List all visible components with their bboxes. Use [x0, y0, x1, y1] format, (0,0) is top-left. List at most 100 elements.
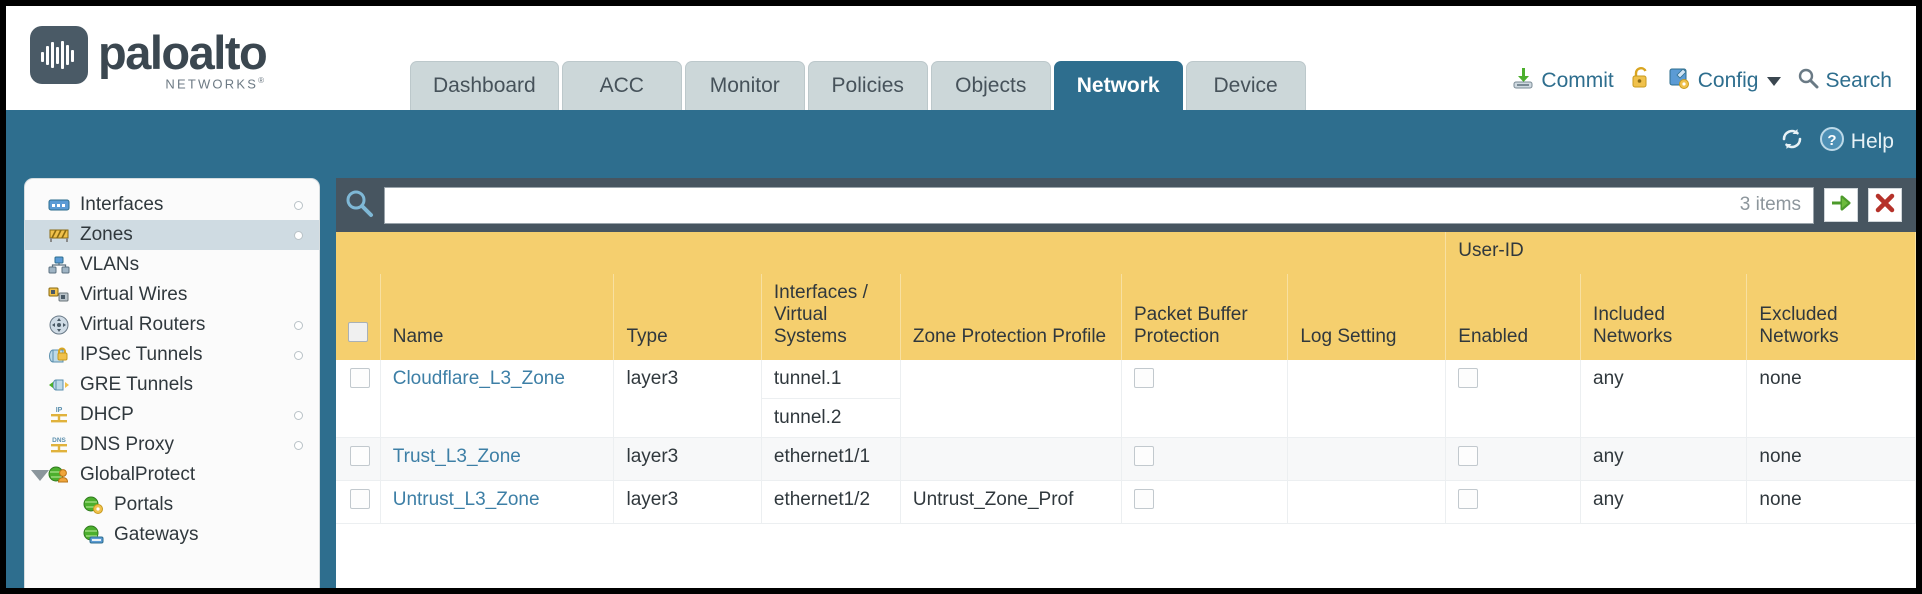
sidebar-item-label: Gateways: [114, 524, 199, 545]
column-header-zone-protection-profile[interactable]: Zone Protection Profile: [900, 274, 1122, 360]
tab-policies[interactable]: Policies: [807, 61, 928, 110]
cell-type: layer3: [613, 360, 762, 438]
search-button[interactable]: Search: [1797, 67, 1892, 95]
sidebar-item-dns-proxy[interactable]: DNS DNS Proxy: [25, 430, 319, 460]
refresh-icon[interactable]: [1779, 126, 1805, 158]
globalprotect-icon: [47, 465, 71, 485]
sidebar-item-label: Zones: [80, 224, 133, 245]
table-row[interactable]: Cloudflare_L3_Zone layer3 tunnel.1 tunne…: [336, 360, 1916, 438]
cell-interfaces: tunnel.1 tunnel.2: [761, 360, 901, 438]
userid-enabled-checkbox[interactable]: [1458, 368, 1479, 388]
sidebar-item-interfaces[interactable]: Interfaces: [25, 190, 319, 220]
sidebar-item-vlans[interactable]: VLANs: [25, 250, 319, 280]
sidebar-item-virtual-wires[interactable]: Virtual Wires: [25, 280, 319, 310]
sidebar-item-zones[interactable]: Zones: [25, 220, 319, 250]
chevron-down-icon: [1767, 76, 1782, 86]
column-header-name[interactable]: Name: [380, 274, 615, 360]
sidebar-item-portals[interactable]: Portals: [25, 490, 319, 520]
group-header-userid: User-ID: [1445, 232, 1916, 274]
select-all-header: [336, 274, 381, 360]
content-panel: 3 items: [336, 178, 1916, 588]
zone-name-link[interactable]: Untrust_L3_Zone: [392, 489, 540, 510]
interface-entry: tunnel.1: [761, 360, 900, 399]
status-dot: [294, 230, 303, 240]
cell-name: Trust_L3_Zone: [380, 437, 615, 481]
row-checkbox[interactable]: [350, 446, 370, 466]
sidebar-item-ipsec-tunnels[interactable]: IPSec Tunnels: [25, 340, 319, 370]
sidebar-item-gateways[interactable]: Gateways: [25, 520, 319, 550]
padlock-icon[interactable]: [1630, 66, 1652, 96]
tab-label: Dashboard: [433, 74, 536, 97]
column-header-log-setting[interactable]: Log Setting: [1287, 274, 1447, 360]
cell-type: layer3: [613, 480, 762, 524]
expander-triangle-icon[interactable]: [31, 469, 49, 481]
table-group-header-row: User-ID: [336, 232, 1916, 274]
search-icon[interactable]: [344, 188, 374, 223]
cell-enabled: [1445, 480, 1582, 524]
zone-name-link[interactable]: Trust_L3_Zone: [392, 446, 521, 467]
sidebar-item-gre-tunnels[interactable]: GRE Tunnels: [25, 370, 319, 400]
column-header-excluded-networks[interactable]: Excluded Networks: [1746, 274, 1916, 360]
zone-name-link[interactable]: Cloudflare_L3_Zone: [392, 368, 565, 389]
sidebar-item-label: Portals: [114, 494, 174, 515]
tab-label: Network: [1076, 74, 1160, 97]
packet-buffer-protection-checkbox[interactable]: [1133, 446, 1154, 466]
paloalto-logo-icon: [30, 26, 88, 84]
table-row[interactable]: Untrust_L3_Zone layer3 ethernet1/2 Untru…: [336, 480, 1916, 524]
column-header-included-networks[interactable]: Included Networks: [1580, 274, 1748, 360]
userid-enabled-checkbox[interactable]: [1458, 489, 1479, 509]
sidebar-item-dhcp[interactable]: IP DHCP: [25, 400, 319, 430]
help-label: Help: [1850, 130, 1894, 153]
sidebar-item-globalprotect[interactable]: GlobalProtect: [25, 460, 319, 490]
status-dot: [294, 200, 303, 210]
tab-acc[interactable]: ACC: [561, 61, 682, 110]
tab-label: Monitor: [709, 74, 780, 97]
tab-monitor[interactable]: Monitor: [684, 61, 805, 110]
tab-network[interactable]: Network: [1053, 61, 1183, 110]
cell-log-setting: [1287, 360, 1447, 438]
config-menu[interactable]: Config: [1668, 66, 1782, 96]
commit-label: Commit: [1541, 69, 1614, 92]
row-select-cell: [336, 360, 381, 438]
table-row[interactable]: Trust_L3_Zone layer3 ethernet1/1 any non…: [336, 437, 1916, 481]
cell-zone-protection-profile: [900, 437, 1122, 481]
tab-label: Objects: [955, 74, 1027, 97]
main-tab-bar: Dashboard ACC Monitor Policies Objects N…: [410, 61, 1306, 110]
item-count-label: 3 items: [1739, 194, 1801, 215]
config-icon: [1668, 66, 1692, 96]
filter-input[interactable]: 3 items: [384, 186, 1814, 224]
apply-filter-button[interactable]: [1824, 188, 1858, 222]
zones-icon: [47, 225, 71, 245]
tab-objects[interactable]: Objects: [930, 61, 1051, 110]
column-header-interfaces[interactable]: Interfaces / Virtual Systems: [761, 274, 901, 360]
select-all-checkbox[interactable]: [348, 322, 368, 342]
status-dot: [294, 410, 303, 420]
packet-buffer-protection-checkbox[interactable]: [1133, 368, 1154, 388]
help-icon: ?: [1819, 126, 1845, 158]
cell-zone-protection-profile: Untrust_Zone_Prof: [900, 480, 1122, 524]
tab-label: ACC: [599, 74, 644, 97]
commit-button[interactable]: Commit: [1511, 66, 1614, 96]
clear-filter-button[interactable]: [1868, 188, 1902, 222]
cell-interfaces: ethernet1/1: [761, 437, 901, 481]
row-checkbox[interactable]: [350, 368, 370, 388]
cell-included-networks: any: [1580, 437, 1748, 481]
help-button[interactable]: ? Help: [1819, 126, 1894, 158]
app-header: paloalto NETWORKS® Dashboard ACC Monitor…: [6, 6, 1916, 110]
column-header-packet-buffer-protection[interactable]: Packet Buffer Protection: [1121, 274, 1289, 360]
commit-icon: [1511, 66, 1535, 96]
column-header-enabled[interactable]: Enabled: [1445, 274, 1582, 360]
green-arrow-icon: [1830, 194, 1852, 217]
zones-table: User-ID Name Type Interfaces / Virtual S…: [336, 232, 1916, 524]
packet-buffer-protection-checkbox[interactable]: [1133, 489, 1154, 509]
userid-enabled-checkbox[interactable]: [1458, 446, 1479, 466]
cell-excluded-networks: none: [1746, 480, 1916, 524]
tab-device[interactable]: Device: [1185, 61, 1306, 110]
column-header-type[interactable]: Type: [613, 274, 762, 360]
tab-dashboard[interactable]: Dashboard: [410, 61, 559, 110]
gateways-icon: [81, 525, 105, 545]
brand-tagline: NETWORKS®: [165, 76, 267, 92]
sidebar-item-virtual-routers[interactable]: Virtual Routers: [25, 310, 319, 340]
row-checkbox[interactable]: [350, 489, 370, 509]
cell-packet-buffer-protection: [1121, 437, 1289, 481]
